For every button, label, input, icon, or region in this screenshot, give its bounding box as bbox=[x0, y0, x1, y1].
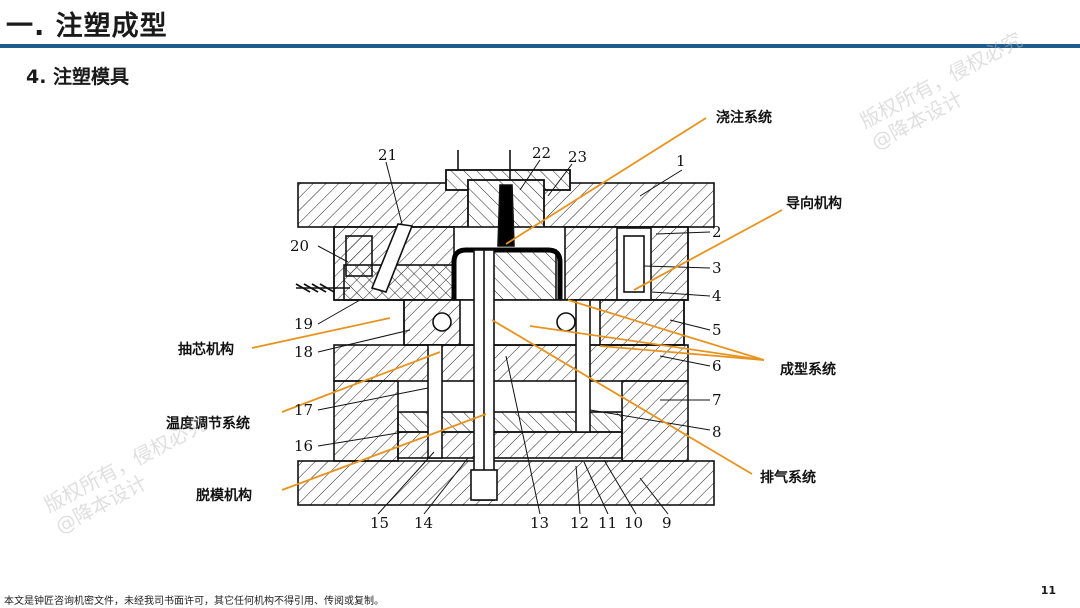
part-number-2: 2 bbox=[712, 223, 722, 241]
part-number-21: 21 bbox=[378, 146, 397, 164]
label-molding-system: 成型系统 bbox=[780, 361, 836, 378]
cooling-channel-right bbox=[556, 312, 576, 332]
part-number-5: 5 bbox=[712, 321, 722, 339]
part-number-10: 10 bbox=[624, 514, 643, 532]
part-number-11: 11 bbox=[598, 514, 617, 532]
label-pouring-system: 浇注系统 bbox=[716, 109, 772, 126]
spacer-block-left bbox=[333, 380, 399, 462]
confidential-notice: 本文是钟匠咨询机密文件，未经我司书面许可，其它任何机构不得引用、传阅或复制。 bbox=[4, 596, 384, 607]
label-core-pull-mechanism: 抽芯机构 bbox=[178, 341, 234, 358]
molded-part bbox=[451, 247, 563, 300]
part-number-14: 14 bbox=[414, 514, 433, 532]
page-title: 一. 注塑成型 bbox=[6, 11, 168, 42]
part-number-16: 16 bbox=[294, 437, 313, 455]
part-number-3: 3 bbox=[712, 259, 722, 277]
support-plate bbox=[333, 344, 689, 382]
cooling-channel-left bbox=[432, 312, 452, 332]
return-pin-right bbox=[575, 299, 591, 433]
part-number-8: 8 bbox=[712, 423, 722, 441]
part-number-20: 20 bbox=[290, 237, 309, 255]
part-number-9: 9 bbox=[662, 514, 672, 532]
system-leaders bbox=[251, 117, 783, 491]
label-guide-mechanism: 导向机构 bbox=[786, 195, 842, 212]
ejector-rod bbox=[470, 469, 498, 501]
section-subtitle: 4. 注塑模具 bbox=[26, 66, 130, 88]
label-temperature-system: 温度调节系统 bbox=[166, 415, 250, 432]
part-number-labels: 1 2 3 4 5 6 7 8 9 10 11 12 13 14 15 16 1… bbox=[290, 144, 722, 532]
return-pin-left bbox=[427, 344, 443, 459]
label-exhaust-system: 排气系统 bbox=[760, 469, 816, 486]
mold-body bbox=[295, 150, 715, 506]
sprue bbox=[497, 184, 515, 247]
system-labels: 浇注系统 导向机构 抽芯机构 成型系统 温度调节系统 排气系统 脱模机构 bbox=[166, 109, 842, 504]
bottom-clamp-plate bbox=[297, 460, 715, 506]
heel-block bbox=[345, 235, 373, 277]
part-number-6: 6 bbox=[712, 357, 722, 375]
part-number-7: 7 bbox=[712, 391, 722, 409]
part-number-15: 15 bbox=[370, 514, 389, 532]
part-number-13: 13 bbox=[530, 514, 549, 532]
angle-pin bbox=[370, 223, 414, 293]
part-number-17: 17 bbox=[294, 401, 313, 419]
part-number-12: 12 bbox=[570, 514, 589, 532]
part-number-22: 22 bbox=[532, 144, 551, 162]
part-number-23: 23 bbox=[568, 148, 587, 166]
part-number-19: 19 bbox=[294, 315, 313, 333]
part-number-1: 1 bbox=[676, 152, 686, 170]
label-ejection-mechanism: 脱模机构 bbox=[196, 487, 252, 504]
part-number-4: 4 bbox=[712, 287, 722, 305]
page-number: 11 bbox=[1040, 584, 1056, 597]
title-divider bbox=[0, 44, 1080, 48]
part-number-18: 18 bbox=[294, 343, 313, 361]
part-leaders bbox=[317, 159, 711, 515]
